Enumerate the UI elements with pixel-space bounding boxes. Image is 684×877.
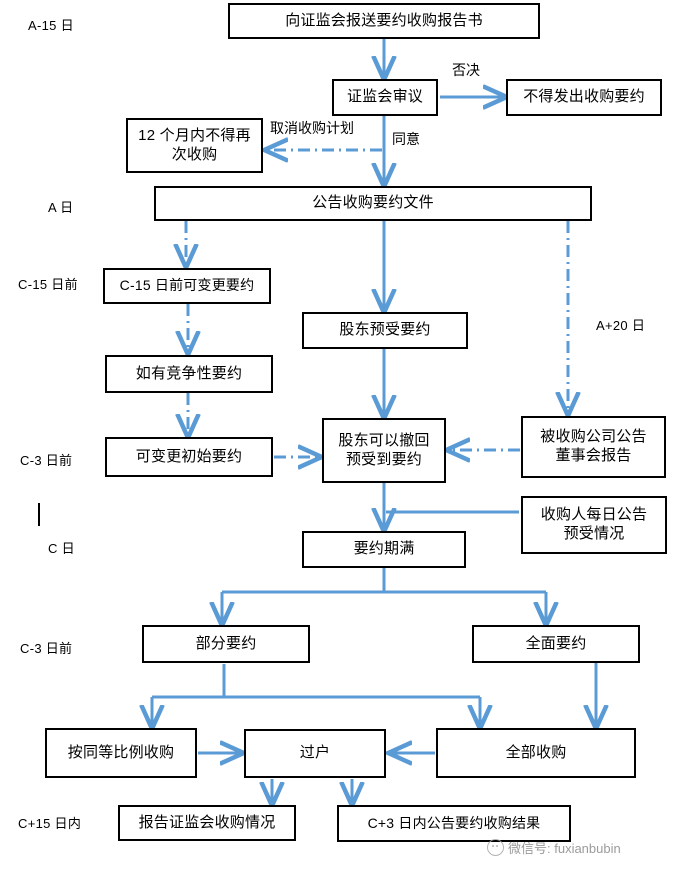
node-pro-rata-acquire[interactable]: 按同等比例收购: [45, 728, 197, 778]
node-transfer[interactable]: 过户: [244, 729, 386, 778]
node-no-reacquire-12m[interactable]: 12 个月内不得再 次收购: [126, 118, 263, 173]
node-daily-announce[interactable]: 收购人每日公告 预受情况: [521, 496, 667, 554]
timeline-label-c-minus-3-b: C-3 日前: [20, 641, 73, 656]
node-acquire-all[interactable]: 全部收购: [436, 728, 636, 778]
node-change-initial-offer[interactable]: 可变更初始要约: [105, 437, 273, 477]
timeline-label-c-day: C 日: [48, 541, 75, 556]
node-announce-result-c3[interactable]: C+3 日内公告要约收购结果: [337, 805, 571, 842]
node-shareholder-pre-accept[interactable]: 股东预受要约: [302, 312, 468, 349]
node-target-board-report[interactable]: 被收购公司公告 董事会报告: [521, 416, 666, 478]
node-announce-offer-doc[interactable]: 公告收购要约文件: [154, 186, 592, 221]
node-can-change-c15[interactable]: C-15 日前可变更要约: [103, 268, 271, 304]
node-partial-offer[interactable]: 部分要约: [142, 625, 310, 663]
node-no-offer[interactable]: 不得发出收购要约: [506, 79, 662, 116]
timeline-label-a-minus-15: A-15 日: [28, 18, 74, 33]
timeline-label-a-day: A 日: [48, 200, 74, 215]
edge-label-cancel-plan: 取消收购计划: [270, 120, 354, 136]
node-csrc-review[interactable]: 证监会审议: [332, 79, 438, 116]
c-day-tick-mark: [38, 503, 40, 526]
node-full-offer[interactable]: 全面要约: [472, 625, 640, 663]
node-offer-expires[interactable]: 要约期满: [302, 531, 466, 568]
wechat-logo-icon: [487, 839, 504, 856]
node-report-result-csrc[interactable]: 报告证监会收购情况: [118, 805, 296, 841]
watermark-text: 微信号: fuxianbubin: [508, 841, 621, 856]
timeline-label-c-minus-15: C-15 日前: [18, 277, 78, 292]
edge-label-agree: 同意: [392, 131, 420, 147]
node-competing-offer[interactable]: 如有竞争性要约: [105, 355, 273, 393]
timeline-label-c-plus-15: C+15 日内: [18, 816, 82, 831]
timeline-label-a-plus-20: A+20 日: [596, 318, 646, 333]
watermark: 微信号: fuxianbubin: [487, 838, 621, 857]
node-report-csrc[interactable]: 向证监会报送要约收购报告书: [228, 3, 540, 39]
timeline-label-c-minus-3-a: C-3 日前: [20, 453, 73, 468]
node-shareholder-can-withdraw[interactable]: 股东可以撤回 预受到要约: [322, 418, 446, 483]
edge-label-reject: 否决: [452, 62, 480, 78]
